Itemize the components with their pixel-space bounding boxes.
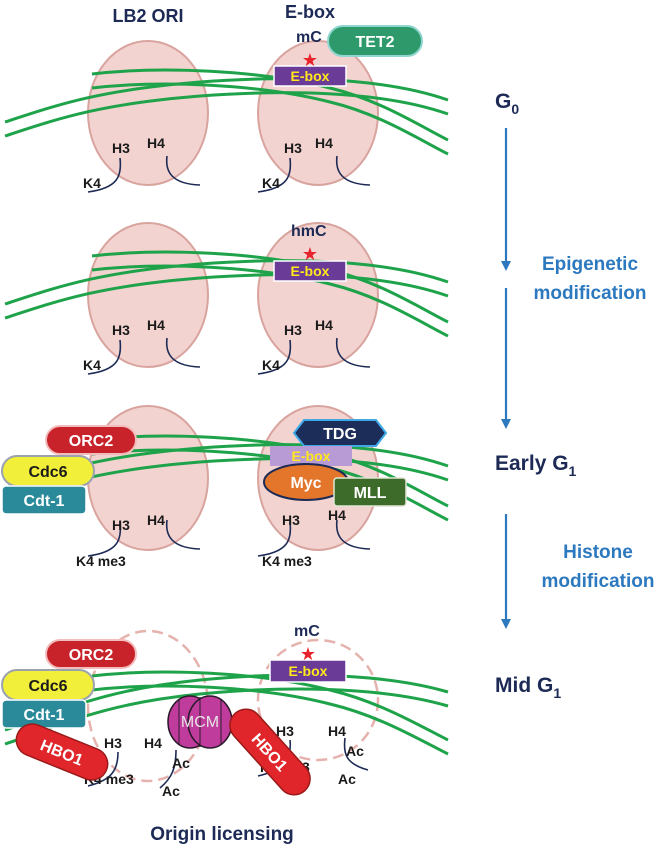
header-lb2-ori: LB2 ORI — [112, 6, 183, 26]
stage-g0: G0 — [495, 90, 519, 117]
h4-label: H4 — [315, 317, 333, 333]
row-g0: H3 H4 K4 H3 H4 K4 E-box mC ★ TET2 — [4, 25, 449, 193]
orc2-label: ORC2 — [69, 433, 114, 450]
h3-label: H3 — [282, 512, 300, 528]
process-histone-line2: modification — [542, 571, 655, 592]
h4-label: H4 — [315, 135, 333, 151]
cdc6-label: Cdc6 — [28, 464, 67, 481]
orc2-protein — [45, 425, 137, 455]
tdg-label: TDG — [323, 426, 357, 443]
dna-strands — [4, 68, 449, 156]
hbo1-protein: HBO1 — [229, 708, 311, 796]
stage-early-g1: Early G1 — [495, 452, 577, 479]
cdt1-protein — [1, 485, 87, 515]
h4-label: H4 — [147, 135, 165, 151]
h4-label: H4 — [147, 512, 165, 528]
h3-label: H3 — [112, 517, 130, 533]
mc-mark-label: mC — [294, 623, 320, 640]
h4-label: H4 — [328, 723, 346, 739]
ebox-label: E-box — [289, 663, 328, 679]
mcm-label: MCM — [181, 714, 219, 731]
h4-label: H4 — [328, 507, 346, 523]
row-mid-g1: H3 H4 K4 me3 Ac Ac H3 H4 K4 me3 Ac Ac E-… — [1, 623, 449, 799]
row-early-g1: H3 H4 K4 me3 H3 H4 K4 me3 ORC2 Cdc6 Cdt-… — [1, 405, 449, 569]
h3-label: H3 — [276, 723, 294, 739]
nucleosome-right-dashed — [256, 638, 380, 762]
ebox-box — [270, 446, 352, 466]
h4-label: H4 — [144, 735, 162, 751]
orc2-protein — [45, 639, 137, 669]
ebox-box — [269, 659, 347, 683]
tdg-protein — [292, 419, 388, 447]
star-icon: ★ — [300, 644, 316, 664]
ebox-label: E-box — [292, 448, 331, 464]
footer-origin-licensing: Origin licensing — [150, 824, 294, 845]
nucleosome-left — [87, 222, 209, 368]
nucleosome-left — [87, 40, 209, 186]
k4-label: K4 — [262, 175, 280, 191]
k4-label: K4 — [83, 175, 101, 191]
h4-label: H4 — [147, 317, 165, 333]
histone-tails — [87, 519, 371, 557]
mll-protein — [333, 477, 407, 507]
row-epigenetic: H3 H4 K4 H3 H4 K4 E-box hmC ★ — [4, 222, 449, 375]
ac-label: Ac — [172, 755, 190, 771]
ebox-label: E-box — [291, 263, 330, 279]
hmc-mark-label: hmC — [291, 223, 327, 240]
ebox-box — [273, 65, 347, 87]
ac-label: Ac — [338, 771, 356, 787]
process-epigenetic-line2: modification — [534, 283, 647, 304]
cdc6-label: Cdc6 — [28, 678, 67, 695]
k4-label: K4 — [262, 357, 280, 373]
star-icon: ★ — [302, 244, 318, 264]
k4-label: K4 — [83, 357, 101, 373]
myc-label: Myc — [290, 475, 321, 492]
cdt1-label: Cdt-1 — [24, 707, 65, 724]
k4me3-label: K4 me3 — [76, 553, 126, 569]
ebox-box — [273, 260, 347, 282]
h3-label: H3 — [284, 322, 302, 338]
mll-label: MLL — [354, 485, 387, 502]
h3-label: H3 — [112, 322, 130, 338]
histone-tails — [87, 337, 371, 375]
tet2-label: TET2 — [355, 34, 394, 51]
process-epigenetic-line1: Epigenetic — [542, 254, 639, 275]
star-icon: ★ — [302, 50, 318, 70]
mc-mark-label: mC — [296, 29, 322, 46]
cdt1-label: Cdt-1 — [24, 493, 65, 510]
stage-mid-g1: Mid G1 — [495, 674, 561, 701]
dna-strands — [4, 250, 449, 338]
k4me3-label: K4 me3 — [262, 553, 312, 569]
header-ebox: E-box — [285, 2, 335, 22]
mcm-complex: MCM — [167, 695, 233, 749]
ac-label: Ac — [162, 783, 180, 799]
ac-label: Ac — [346, 743, 364, 759]
nucleosome-right — [257, 222, 379, 368]
orc2-label: ORC2 — [69, 647, 114, 664]
hbo1-protein: HBO1 — [15, 723, 109, 781]
h3-label: H3 — [112, 140, 130, 156]
tet2-protein — [327, 25, 423, 57]
ebox-label: E-box — [291, 68, 330, 84]
histone-tails — [87, 155, 371, 193]
h3-label: H3 — [104, 735, 122, 751]
h3-label: H3 — [284, 140, 302, 156]
process-histone-line1: Histone — [563, 542, 633, 563]
